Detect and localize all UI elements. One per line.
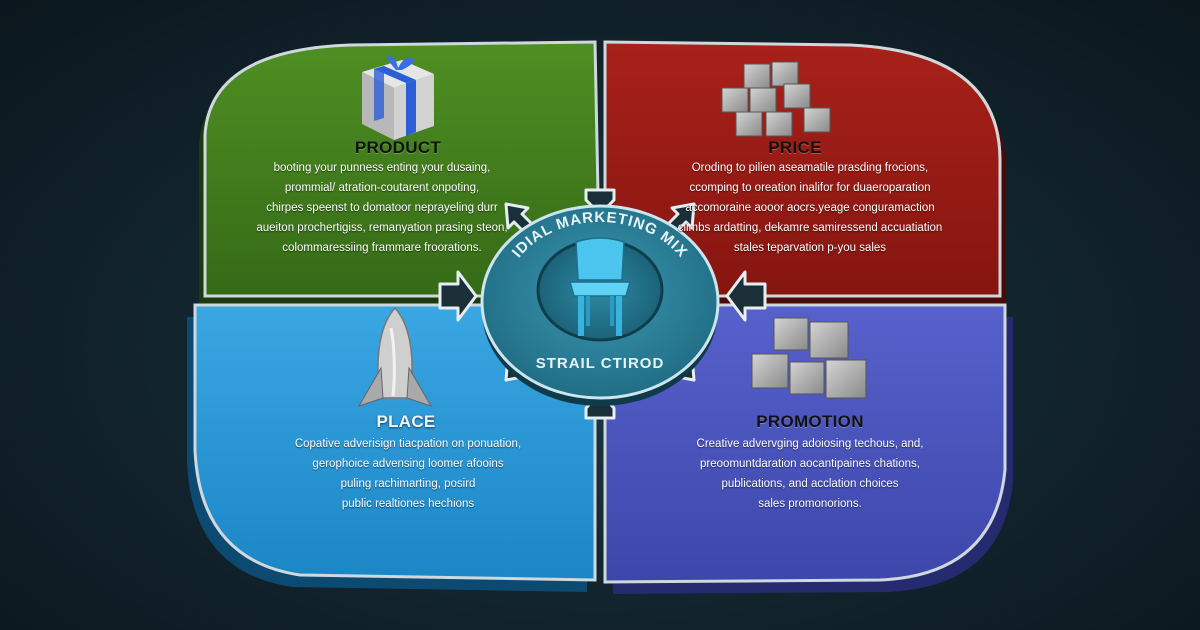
gift-box-icon xyxy=(362,55,434,140)
rocket-icon xyxy=(357,306,433,407)
stacked-cubes-icon xyxy=(751,317,867,399)
cubes-icon xyxy=(721,61,831,137)
chair-icon xyxy=(569,237,631,336)
arrow-left xyxy=(438,270,478,322)
promotion-quadrant xyxy=(603,303,1007,584)
price-quadrant xyxy=(603,40,1002,298)
center-hub: IDIAL MARKETING MIX STRAIL CTIROD xyxy=(480,204,720,406)
hub-bottom-label: STRAIL CTIROD xyxy=(536,355,665,372)
arrow-right xyxy=(725,270,767,322)
place-quadrant xyxy=(193,303,597,582)
product-quadrant xyxy=(203,40,602,298)
